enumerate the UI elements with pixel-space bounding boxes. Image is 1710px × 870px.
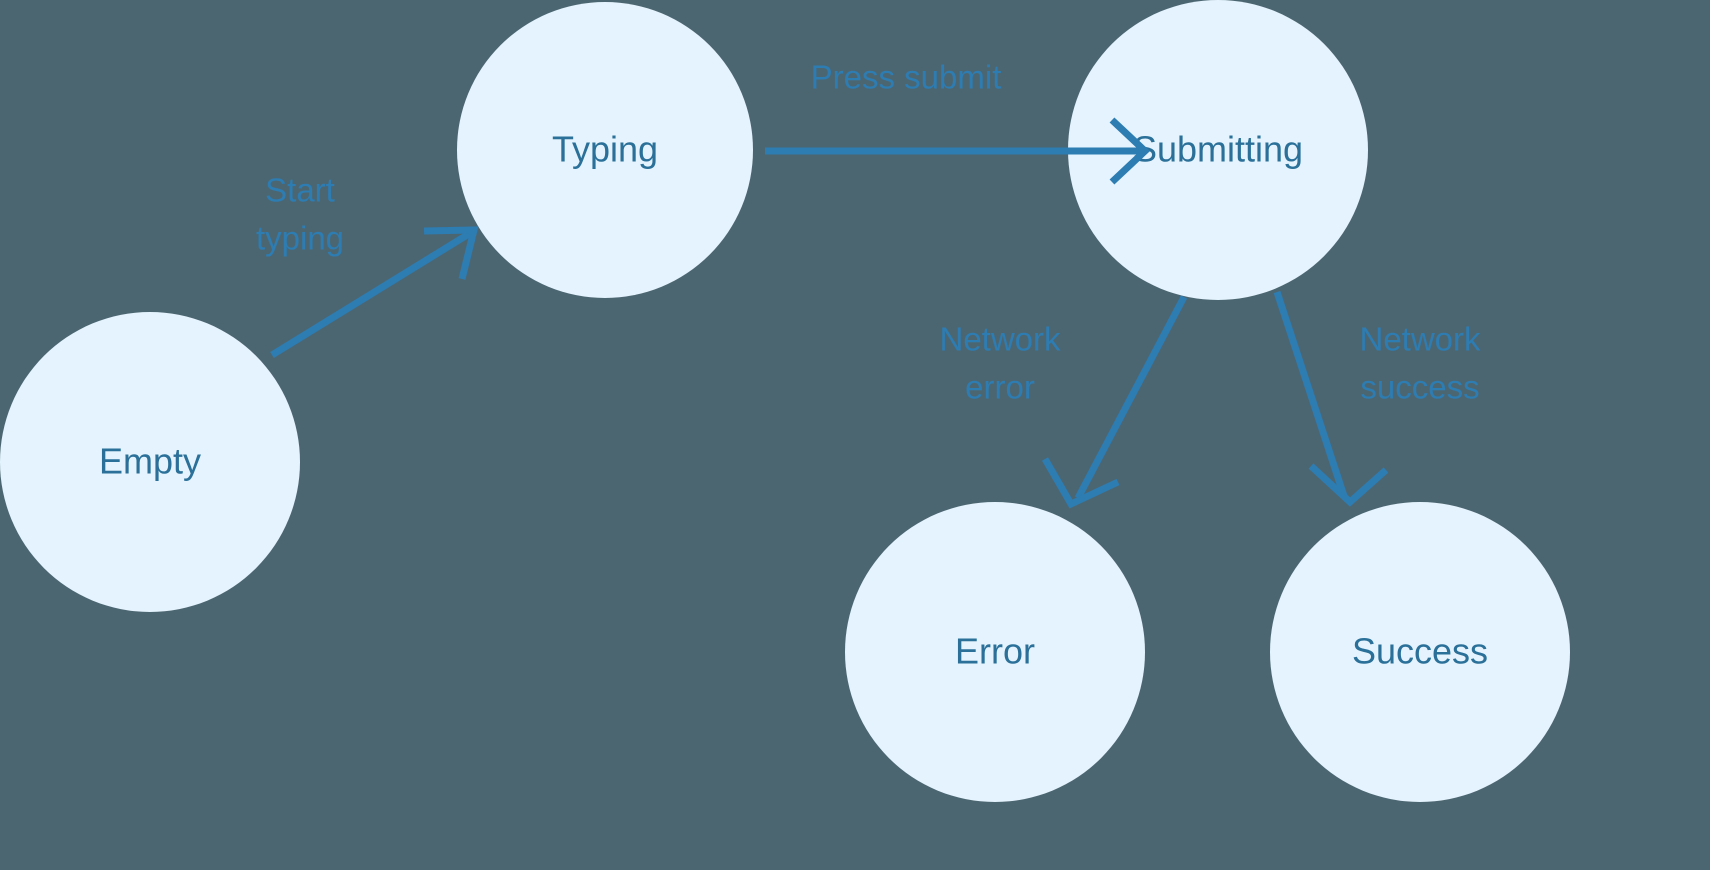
transition-empty-to-typing-arrowhead [423,226,479,280]
state-node-typing[interactable]: Typing [457,2,753,298]
state-node-error-circle[interactable] [845,502,1145,802]
state-node-empty-label: Empty [99,441,201,482]
state-node-empty-circle[interactable] [0,312,300,612]
transition-submitting-to-success-label-line1: Network [1359,321,1481,358]
state-node-typing-circle[interactable] [457,2,753,298]
transition-empty-to-typing-label-line1: Start [265,172,335,209]
transition-empty-to-typing[interactable]: Start typing [256,172,479,358]
state-node-submitting[interactable]: Submitting [1068,0,1368,300]
transition-typing-to-submitting-label: Press submit [811,59,1002,96]
transition-submitting-to-error-label-line2: error [965,369,1035,406]
transition-submitting-to-success-line [1273,290,1348,498]
state-node-success-circle[interactable] [1270,502,1570,802]
state-node-error-label: Error [955,631,1035,672]
transition-submitting-to-error-label-line1: Network [939,321,1061,358]
transition-submitting-to-error-arrowhead [1041,457,1120,509]
state-node-submitting-circle[interactable] [1068,0,1368,300]
transition-typing-to-submitting-arrowhead [1109,117,1151,185]
state-node-submitting-label: Submitting [1133,129,1303,170]
state-node-typing-label: Typing [552,129,658,170]
state-node-error[interactable]: Error [845,502,1145,802]
state-node-success-label: Success [1352,631,1488,672]
transition-submitting-to-success[interactable]: Network success [1273,290,1481,507]
transition-typing-to-submitting[interactable]: Press submit [765,59,1151,185]
state-node-success[interactable]: Success [1270,502,1570,802]
transition-submitting-to-error-line [1074,295,1188,500]
transition-empty-to-typing-line [270,229,474,358]
state-node-empty[interactable]: Empty [0,312,300,612]
transition-submitting-to-success-label-line2: success [1360,369,1479,406]
transition-submitting-to-success-arrowhead [1308,463,1389,507]
transition-empty-to-typing-label-line2: typing [256,220,344,257]
transition-submitting-to-error[interactable]: Network error [939,295,1188,509]
